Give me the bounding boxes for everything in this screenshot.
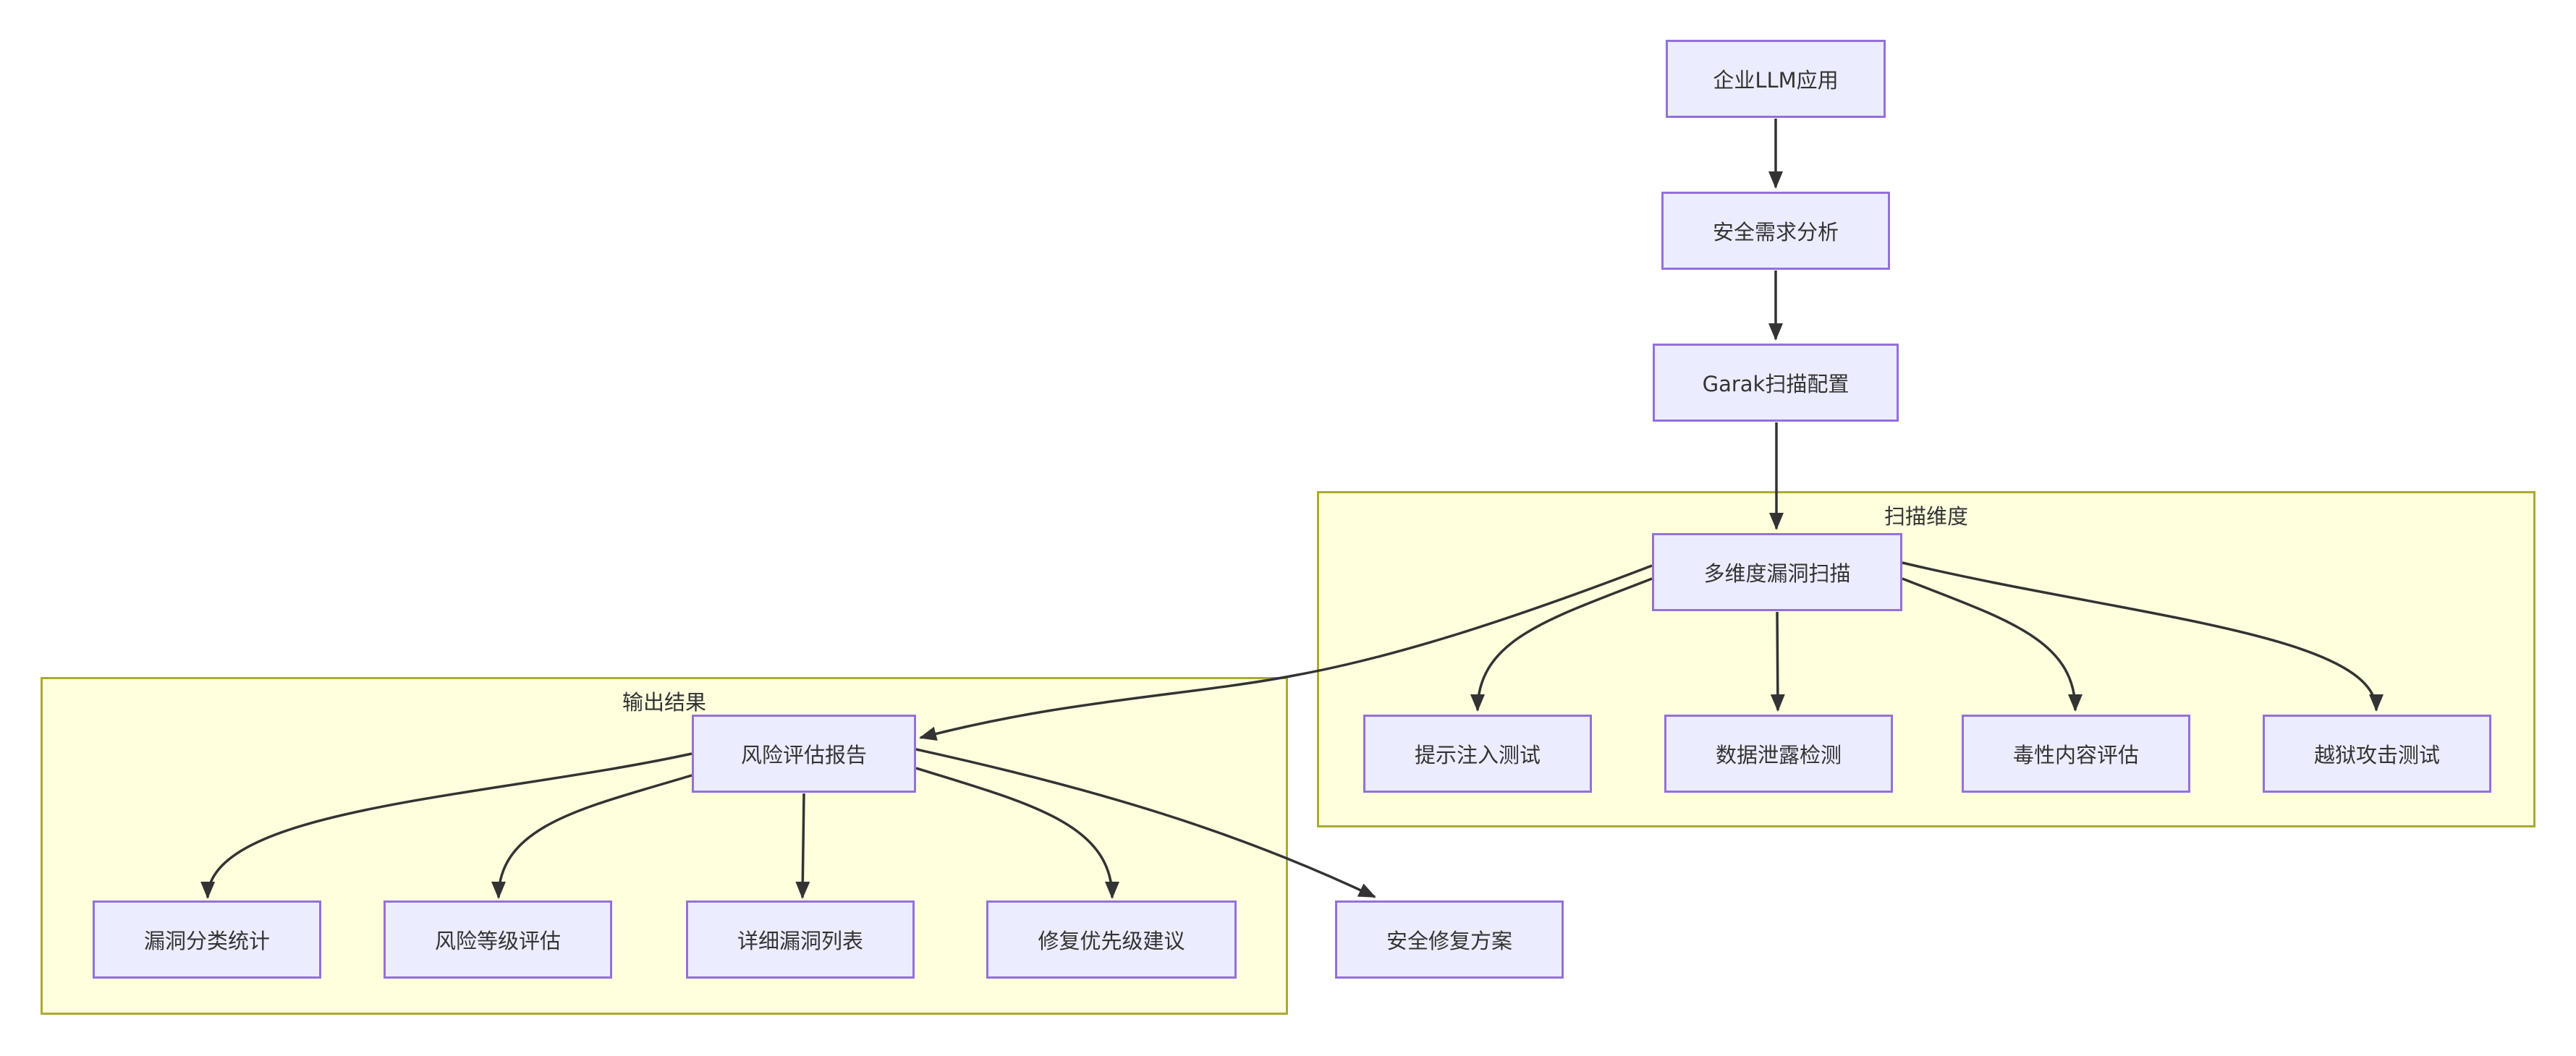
edge-multi-scan-to-prompt-inj bbox=[1470, 577, 1653, 712]
node-prompt-injection-test: 提示注入测试 bbox=[1363, 715, 1592, 793]
node-security-requirement-analysis: 安全需求分析 bbox=[1661, 192, 1890, 270]
node-jailbreak-attack-test: 越狱攻击测试 bbox=[2263, 715, 2491, 793]
cluster-label-scan-dimensions: 扫描维度 bbox=[1884, 504, 1968, 529]
node-detailed-vuln-list: 详细漏洞列表 bbox=[686, 900, 915, 979]
edge-multi-scan-to-data-leak bbox=[1770, 611, 1785, 712]
edge-multi-scan-to-jailbreak bbox=[1902, 561, 2384, 712]
node-vuln-category-stats: 漏洞分类统计 bbox=[93, 900, 321, 979]
node-risk-level-eval: 风险等级评估 bbox=[384, 900, 612, 979]
node-enterprise-llm-app: 企业LLM应用 bbox=[1666, 40, 1886, 118]
node-toxicity-content-eval: 毒性内容评估 bbox=[1962, 715, 2190, 793]
edge-risk-report-to-fix-priority bbox=[915, 767, 1119, 899]
edge-multi-scan-to-risk-report bbox=[919, 564, 1653, 741]
edge-risk-report-to-vuln-list bbox=[795, 793, 810, 899]
edge-risk-report-to-fix-plan bbox=[915, 748, 1376, 898]
node-fix-priority-suggestion: 修复优先级建议 bbox=[986, 900, 1237, 979]
edge-risk-report-to-risk-level bbox=[491, 774, 692, 899]
node-garak-scan-config: Garak扫描配置 bbox=[1653, 344, 1899, 422]
edge-multi-scan-to-toxicity bbox=[1902, 577, 2083, 712]
edge-risk-report-to-vuln-stats bbox=[200, 752, 692, 899]
node-risk-assessment-report: 风险评估报告 bbox=[692, 715, 916, 793]
node-security-fix-plan: 安全修复方案 bbox=[1335, 900, 1564, 979]
node-multi-dimension-vuln-scan: 多维度漏洞扫描 bbox=[1652, 533, 1902, 611]
cluster-label-output-results: 输出结果 bbox=[622, 690, 706, 715]
node-data-leak-detection: 数据泄露检测 bbox=[1664, 715, 1893, 793]
